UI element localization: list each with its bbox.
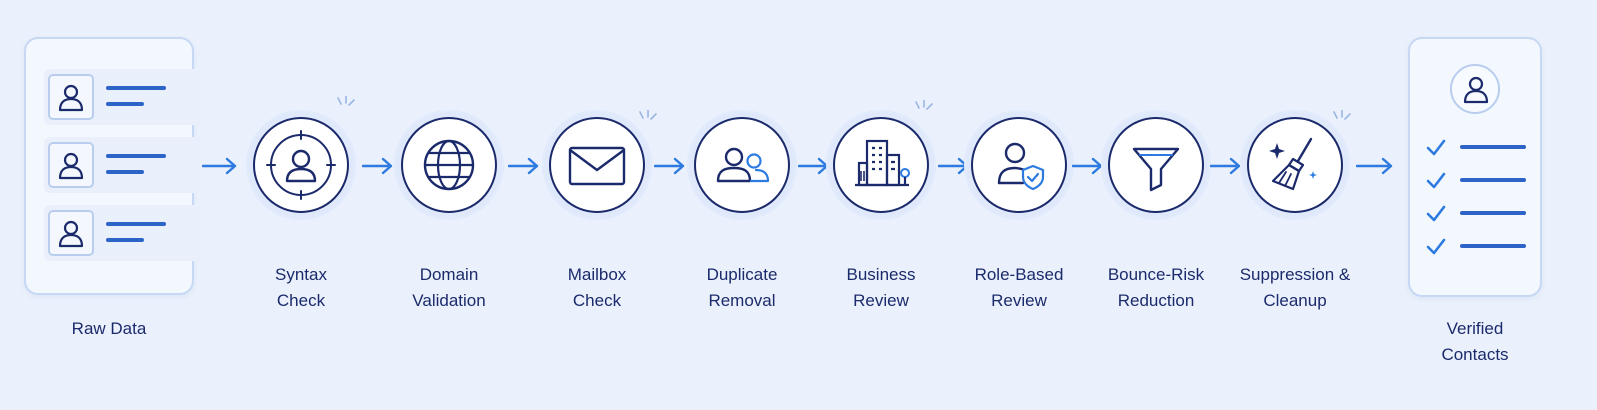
step-label: Syntax Check bbox=[275, 265, 327, 310]
step-syntax-check bbox=[246, 110, 356, 220]
user-icon bbox=[48, 210, 94, 256]
record-line bbox=[106, 238, 144, 242]
arrow-right-icon bbox=[202, 157, 237, 175]
entry-line bbox=[1460, 145, 1526, 149]
globe-icon bbox=[423, 139, 475, 191]
step-role-based-review bbox=[964, 110, 1074, 220]
record-line bbox=[106, 222, 166, 226]
verified-contacts-label: Verified Contacts bbox=[1441, 319, 1509, 364]
arrow-right-icon bbox=[1210, 157, 1241, 175]
checkmark-icon bbox=[1426, 172, 1446, 189]
step-suppression-cleanup bbox=[1240, 110, 1350, 220]
record-line bbox=[106, 86, 166, 90]
step-business-review bbox=[826, 110, 936, 220]
step-label: Mailbox Check bbox=[567, 265, 627, 310]
verified-entry bbox=[1424, 201, 1528, 225]
entry-line bbox=[1460, 244, 1526, 248]
step-domain-validation bbox=[394, 110, 504, 220]
raw-data-label: Raw Data bbox=[71, 319, 147, 338]
raw-record bbox=[44, 137, 202, 193]
checkmark-icon bbox=[1426, 139, 1446, 156]
user-icon bbox=[1450, 64, 1500, 114]
raw-record bbox=[44, 69, 202, 125]
arrow-right-icon bbox=[654, 157, 685, 175]
office-building-icon bbox=[855, 139, 910, 187]
step-label: Role-Based Review bbox=[974, 265, 1064, 310]
entry-line bbox=[1460, 178, 1526, 182]
arrow-right-icon bbox=[508, 157, 539, 175]
envelope-icon bbox=[568, 146, 626, 186]
sparkle-icon bbox=[639, 110, 657, 120]
record-line bbox=[106, 154, 166, 158]
verified-entry bbox=[1424, 135, 1528, 159]
arrow-right-icon bbox=[362, 157, 393, 175]
step-label: Business Review bbox=[846, 265, 916, 310]
step-label: Suppression & Cleanup bbox=[1239, 265, 1351, 310]
record-line bbox=[106, 102, 144, 106]
checkmark-icon bbox=[1426, 205, 1446, 222]
broom-icon bbox=[1269, 137, 1317, 191]
user-icon bbox=[48, 142, 94, 188]
entry-line bbox=[1460, 211, 1526, 215]
raw-data-panel bbox=[24, 37, 202, 295]
verified-entry bbox=[1424, 234, 1528, 258]
step-duplicate-removal bbox=[687, 110, 797, 220]
step-label: Duplicate Removal bbox=[706, 265, 778, 310]
step-mailbox-check bbox=[542, 110, 652, 220]
step-label: Domain Validation bbox=[412, 265, 486, 310]
sparkle-icon bbox=[1333, 110, 1351, 120]
record-line bbox=[106, 170, 144, 174]
step-bounce-risk-reduction bbox=[1101, 110, 1211, 220]
crosshair-user-icon bbox=[266, 130, 336, 200]
verified-contacts-panel bbox=[1408, 37, 1542, 297]
raw-record bbox=[44, 205, 202, 261]
arrow-right-icon bbox=[1072, 157, 1103, 175]
step-label: Bounce-Risk Reduction bbox=[1107, 265, 1205, 310]
sparkle-icon bbox=[337, 96, 355, 106]
two-users-icon bbox=[716, 147, 770, 183]
verified-entry bbox=[1424, 168, 1528, 192]
user-shield-icon bbox=[997, 142, 1045, 191]
user-icon bbox=[48, 74, 94, 120]
checkmark-icon bbox=[1426, 238, 1446, 255]
funnel-icon bbox=[1132, 147, 1180, 192]
arrow-right-icon bbox=[1356, 157, 1393, 175]
sparkle-icon bbox=[915, 100, 933, 110]
